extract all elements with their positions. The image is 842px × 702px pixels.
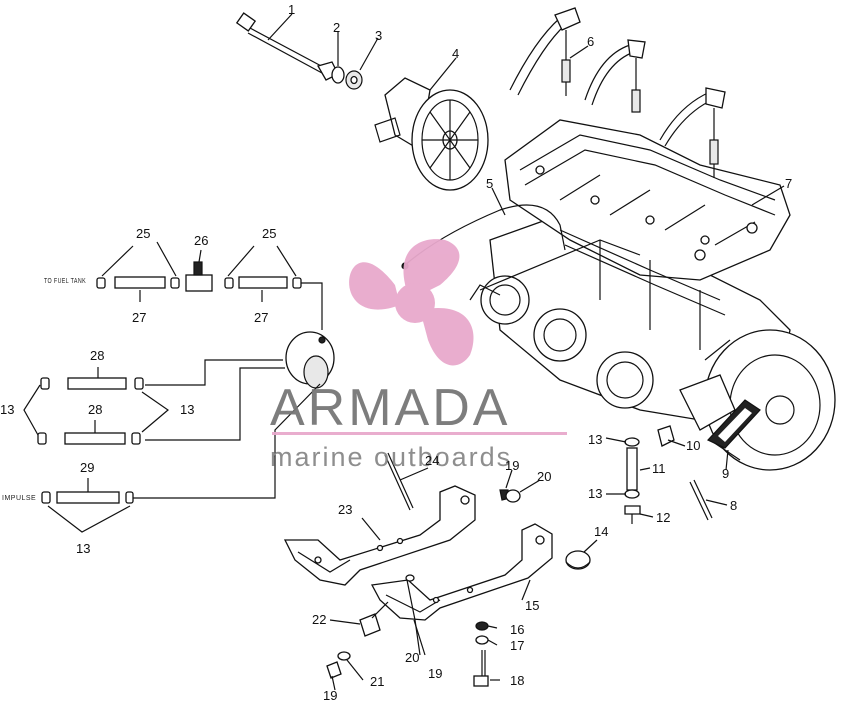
callout-9: 9 (722, 466, 729, 481)
mounting-brackets (283, 452, 553, 621)
callout-27a: 27 (132, 310, 146, 325)
fuel-tank-label: TO FUEL TANK (44, 278, 86, 285)
callout-13c: 13 (0, 402, 14, 417)
callout-19a: 19 (505, 458, 519, 473)
watermark-underline (272, 432, 567, 435)
callout-12: 12 (656, 510, 670, 525)
callout-25a: 25 (136, 226, 150, 241)
bolt-part-1 (235, 12, 339, 81)
bottom-hardware (326, 489, 591, 687)
fuel-hoses-part-28 (23, 377, 169, 445)
armada-watermark: ARMADA marine outboards (270, 239, 567, 472)
drive-clutch-part-4 (374, 77, 489, 191)
callout-5: 5 (486, 176, 493, 191)
callout-7: 7 (785, 176, 792, 191)
fuel-pump (133, 331, 335, 499)
callout-16: 16 (510, 622, 524, 637)
small-parts-right (624, 399, 761, 524)
callout-27b: 27 (254, 310, 268, 325)
callout-28a: 28 (90, 348, 104, 363)
callout-11: 11 (652, 461, 666, 476)
fuel-valve-part-26 (185, 274, 213, 292)
callout-20b: 20 (405, 650, 419, 665)
to-fuel-tank-text: TO FUEL TANK (44, 278, 86, 285)
callout-13b: 13 (588, 486, 602, 501)
callout-22: 22 (312, 612, 326, 627)
callout-3: 3 (375, 28, 382, 43)
callout-19c: 19 (323, 688, 337, 702)
callout-15: 15 (525, 598, 539, 613)
callout-1: 1 (288, 2, 295, 17)
callout-29: 29 (80, 460, 94, 475)
spark-plug-wires (509, 7, 726, 178)
impulse-label: IMPULSE (2, 495, 36, 502)
watermark-brand: ARMADA (270, 379, 510, 437)
propeller-logo-icon (349, 239, 474, 366)
callout-25b: 25 (262, 226, 276, 241)
callout-numbers: 1 2 3 4 5 6 7 8 9 10 11 12 13 13 13 13 1… (0, 2, 792, 702)
engine-assembly (469, 119, 836, 471)
callout-8: 8 (730, 498, 737, 513)
callout-23: 23 (338, 502, 352, 517)
callout-4: 4 (452, 46, 459, 61)
callout-13a: 13 (588, 432, 602, 447)
callout-18: 18 (510, 673, 524, 688)
callout-20a: 20 (537, 469, 551, 484)
callout-24: 24 (425, 453, 439, 468)
callout-26: 26 (194, 233, 208, 248)
fuel-line-assembly-top (96, 261, 323, 330)
callout-14: 14 (594, 524, 608, 539)
washer-part-2 (331, 66, 345, 84)
leader-lines (87, 13, 785, 691)
callout-17: 17 (510, 638, 524, 653)
callout-13d: 13 (180, 402, 194, 417)
fuel-hose-part-29 (41, 491, 134, 533)
callout-13e: 13 (76, 541, 90, 556)
callout-2: 2 (333, 20, 340, 35)
callout-10: 10 (686, 438, 700, 453)
callout-28b: 28 (88, 402, 102, 417)
callout-6: 6 (587, 34, 594, 49)
watermark-tagline: marine outboards (270, 442, 512, 472)
callout-19b: 19 (428, 666, 442, 681)
callout-21: 21 (370, 674, 384, 689)
